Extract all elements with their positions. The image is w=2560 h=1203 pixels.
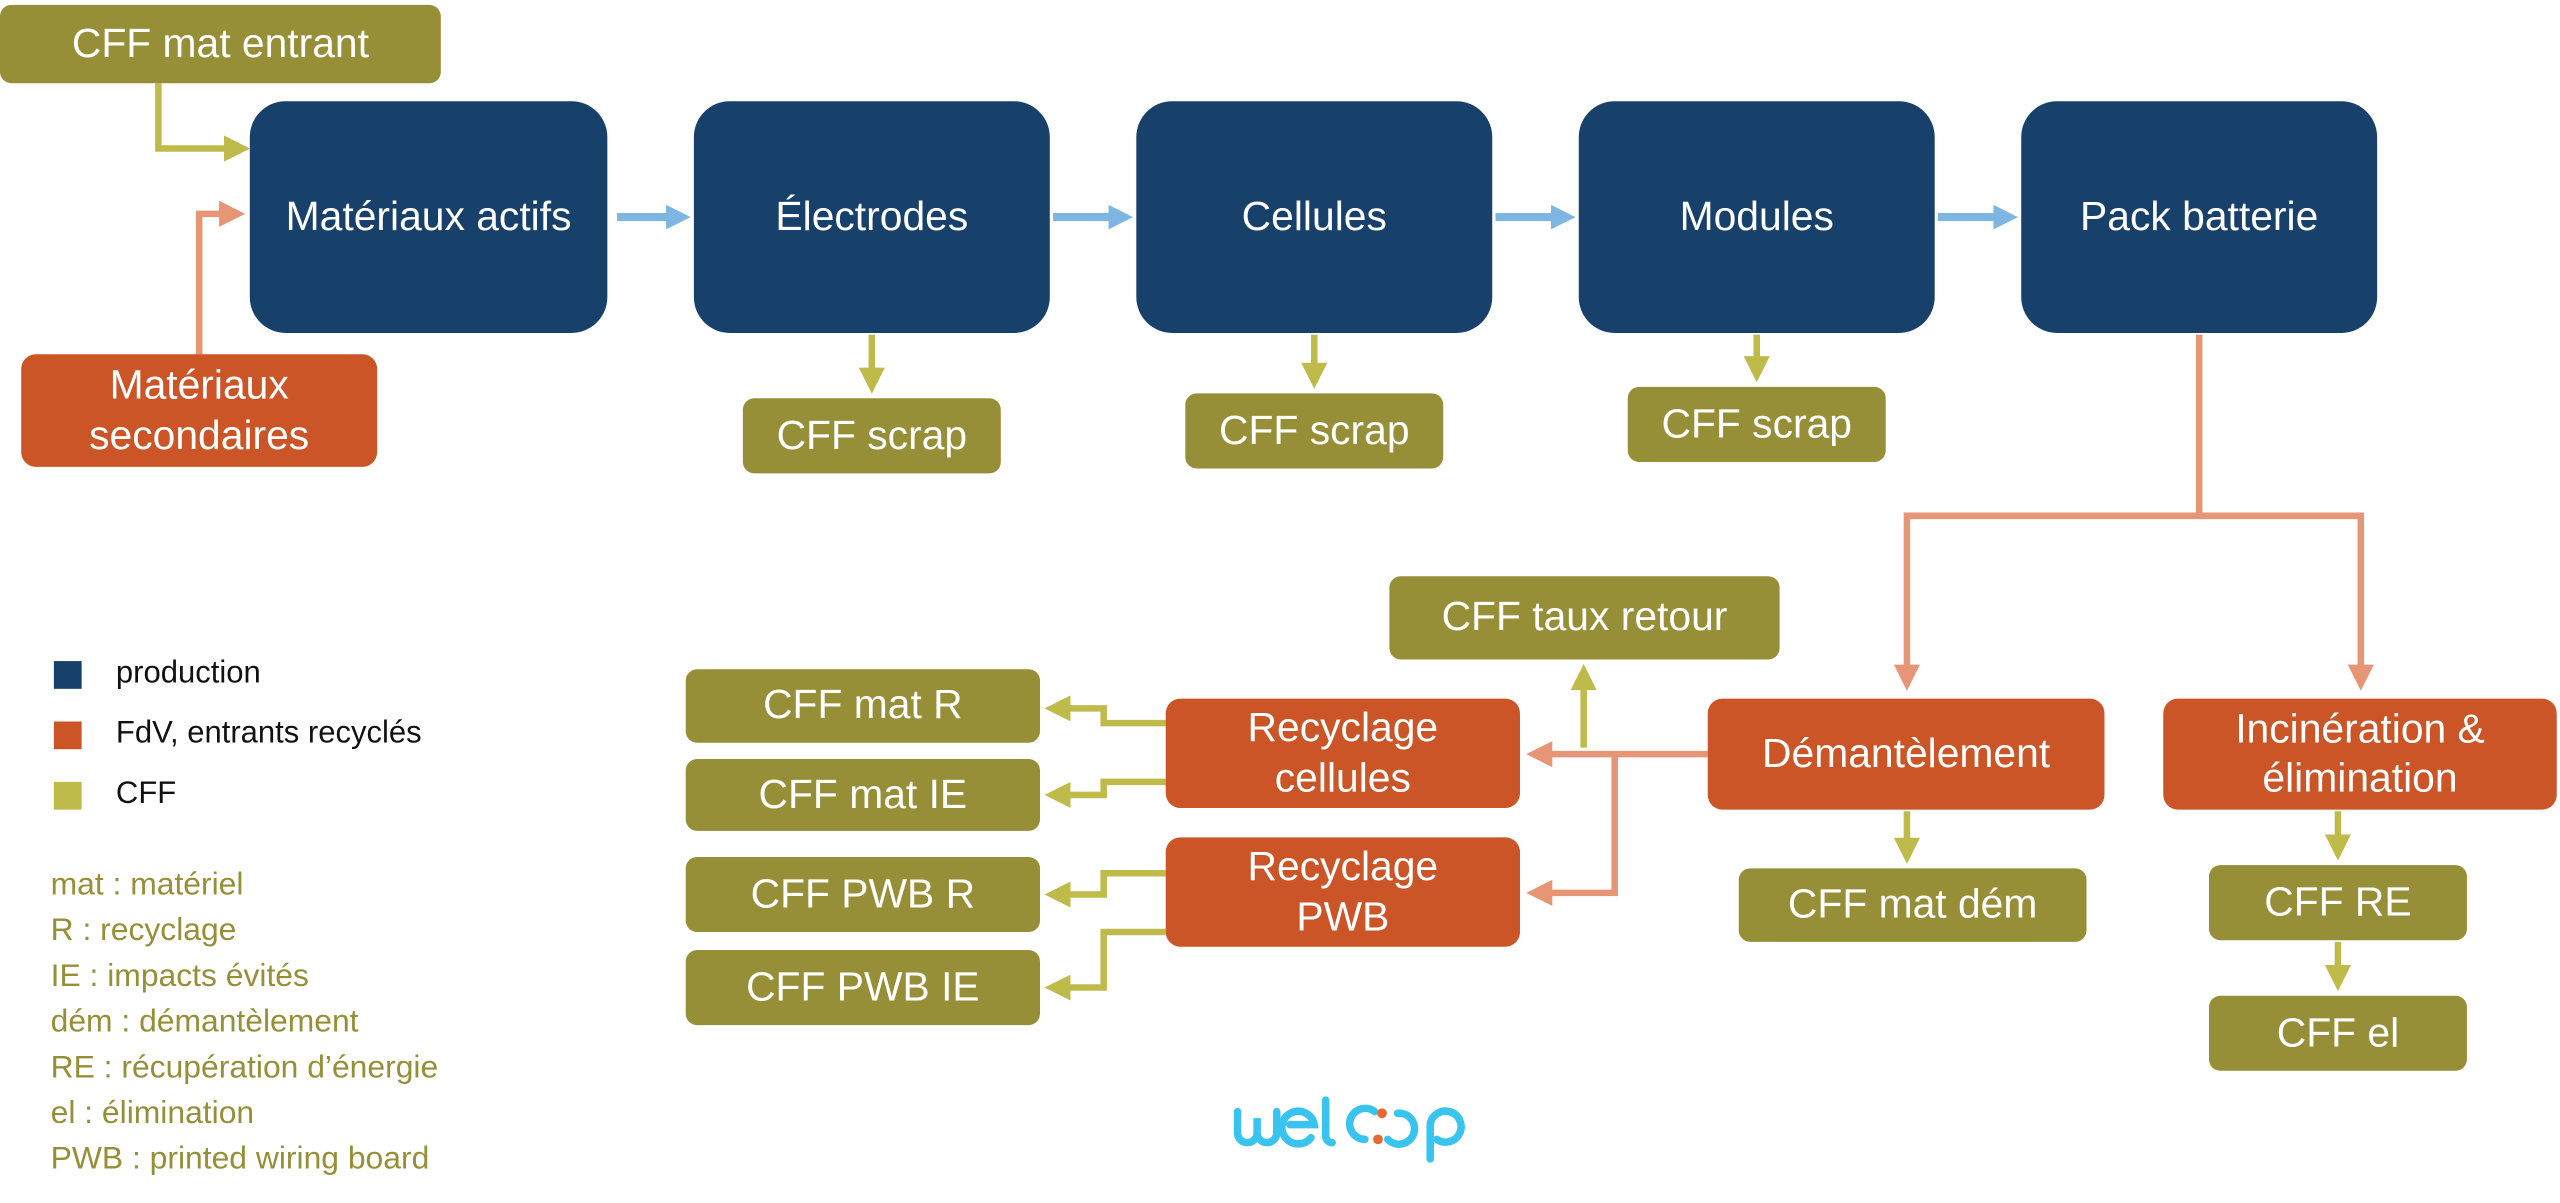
node-cff-mat-dem: CFF mat dém (1738, 868, 2087, 942)
node-cff-scrap-electrodes: CFF scrap (742, 398, 1001, 474)
arrow-dem-to-recyclage-pwb (1526, 754, 1618, 906)
abbreviation: dém : démantèlement (50, 1003, 359, 1040)
abbreviation: PWB : printed wiring board (50, 1140, 430, 1177)
arrow-pack-to-incineration (2199, 512, 2374, 691)
legend-swatch (53, 720, 82, 749)
node-modules: Modules (1578, 101, 1935, 333)
arrow-cff-mat-entrant (155, 83, 251, 162)
arrow-to-mat-r (1044, 695, 1166, 727)
abbreviation: mat : matériel (50, 866, 244, 903)
legend-item-cff: CFF (53, 777, 176, 813)
arrow-to-pwb-r (1044, 870, 1166, 908)
legend-item-production: production (53, 656, 261, 692)
abbreviation: el : élimination (50, 1095, 255, 1132)
legend-swatch (53, 781, 82, 809)
abbreviation: IE : impacts évités (50, 958, 309, 995)
abbreviations-list: mat : matériel R : recyclage IE : impact… (51, 862, 439, 1182)
arrow-pack-to-demantelement (1893, 334, 2203, 691)
node-cff-mat-r: CFF mat R (685, 669, 1040, 743)
node-recyclage-pwb: Recyclage PWB (1165, 837, 1520, 947)
node-cff-re: CFF RE (2208, 865, 2467, 941)
node-incineration-elimination: Incinération & élimination (2163, 698, 2557, 810)
abbreviation: R : recyclage (50, 912, 237, 949)
node-electrodes: Électrodes (693, 101, 1050, 333)
node-recyclage-cellules: Recyclage cellules (1165, 698, 1520, 808)
arrow-materiaux-secondaires (195, 200, 246, 355)
node-cff-taux-retour: CFF taux retour (1389, 576, 1780, 660)
node-cff-mat-ie: CFF mat IE (685, 759, 1040, 831)
node-cff-el: CFF el (2208, 995, 2467, 1071)
legend-swatch (53, 660, 82, 689)
arrow-to-mat-ie (1044, 778, 1166, 808)
weloop-logo (1233, 1096, 1465, 1163)
node-cff-pwb-r: CFF PWB R (685, 856, 1040, 933)
arrow-to-pwb-ie (1044, 928, 1166, 1001)
node-demantelement: Démantèlement (1707, 698, 2105, 810)
legend-item-fdv: FdV, entrants recyclés (53, 717, 422, 753)
node-cff-scrap-modules: CFF scrap (1627, 386, 1886, 462)
node-pack-batterie: Pack batterie (2021, 101, 2378, 333)
node-cff-scrap-cellules: CFF scrap (1185, 393, 1444, 469)
node-cff-mat-entrant: CFF mat entrant (0, 4, 441, 84)
node-cff-pwb-ie: CFF PWB IE (685, 949, 1040, 1026)
node-cellules: Cellules (1136, 101, 1493, 333)
node-materiaux-secondaires: Matériaux secondaires (21, 354, 378, 467)
abbreviation: RE : récupération d’énergie (50, 1049, 439, 1086)
node-materiaux-actifs: Matériaux actifs (249, 101, 608, 333)
